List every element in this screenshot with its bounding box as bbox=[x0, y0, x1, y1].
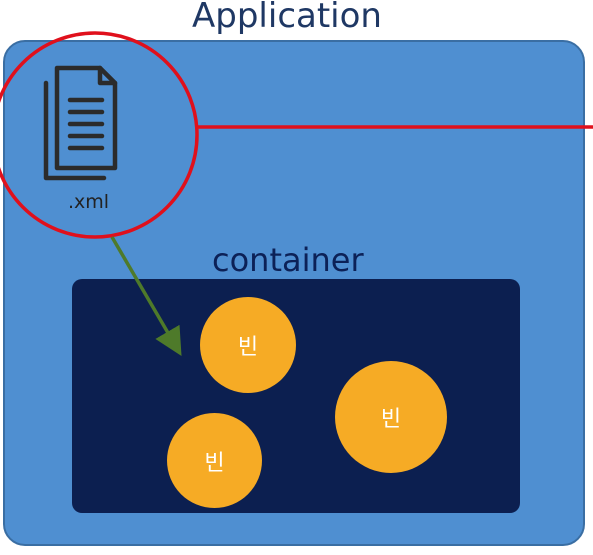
application-title: Application bbox=[192, 0, 382, 36]
bean-label: 빈 bbox=[237, 335, 259, 360]
file-label: .xml bbox=[68, 191, 110, 213]
container-title: container bbox=[212, 241, 364, 279]
bean-label: 빈 bbox=[204, 450, 225, 476]
container-box bbox=[72, 279, 520, 513]
bean-circle: 빈 bbox=[335, 361, 447, 473]
bean-circle: 빈 bbox=[167, 413, 262, 508]
bean-label: 빈 bbox=[380, 407, 402, 432]
document-icon bbox=[43, 65, 118, 181]
highlight-circle bbox=[0, 31, 199, 239]
bean-circle: 빈 bbox=[200, 297, 296, 393]
arrow bbox=[110, 236, 182, 357]
